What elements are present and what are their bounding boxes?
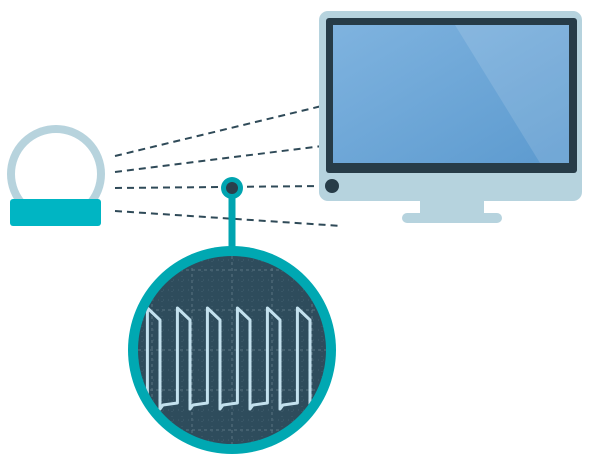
power-button-icon (325, 179, 339, 193)
connection-line (114, 144, 331, 173)
square-wave-trace (138, 306, 326, 411)
oscilloscope-magnifier-icon (128, 246, 336, 454)
monitor-stand-neck (420, 199, 484, 216)
monitor-stand-base (402, 213, 502, 223)
sensor-base (10, 199, 101, 226)
screen-glare (455, 25, 569, 163)
connection-line (114, 185, 326, 189)
connection-line (114, 103, 331, 157)
current-clamp-sensor-icon (7, 125, 105, 226)
desktop-monitor-icon (319, 11, 582, 223)
probe-tip (226, 182, 238, 194)
monitor-screen (333, 25, 569, 163)
